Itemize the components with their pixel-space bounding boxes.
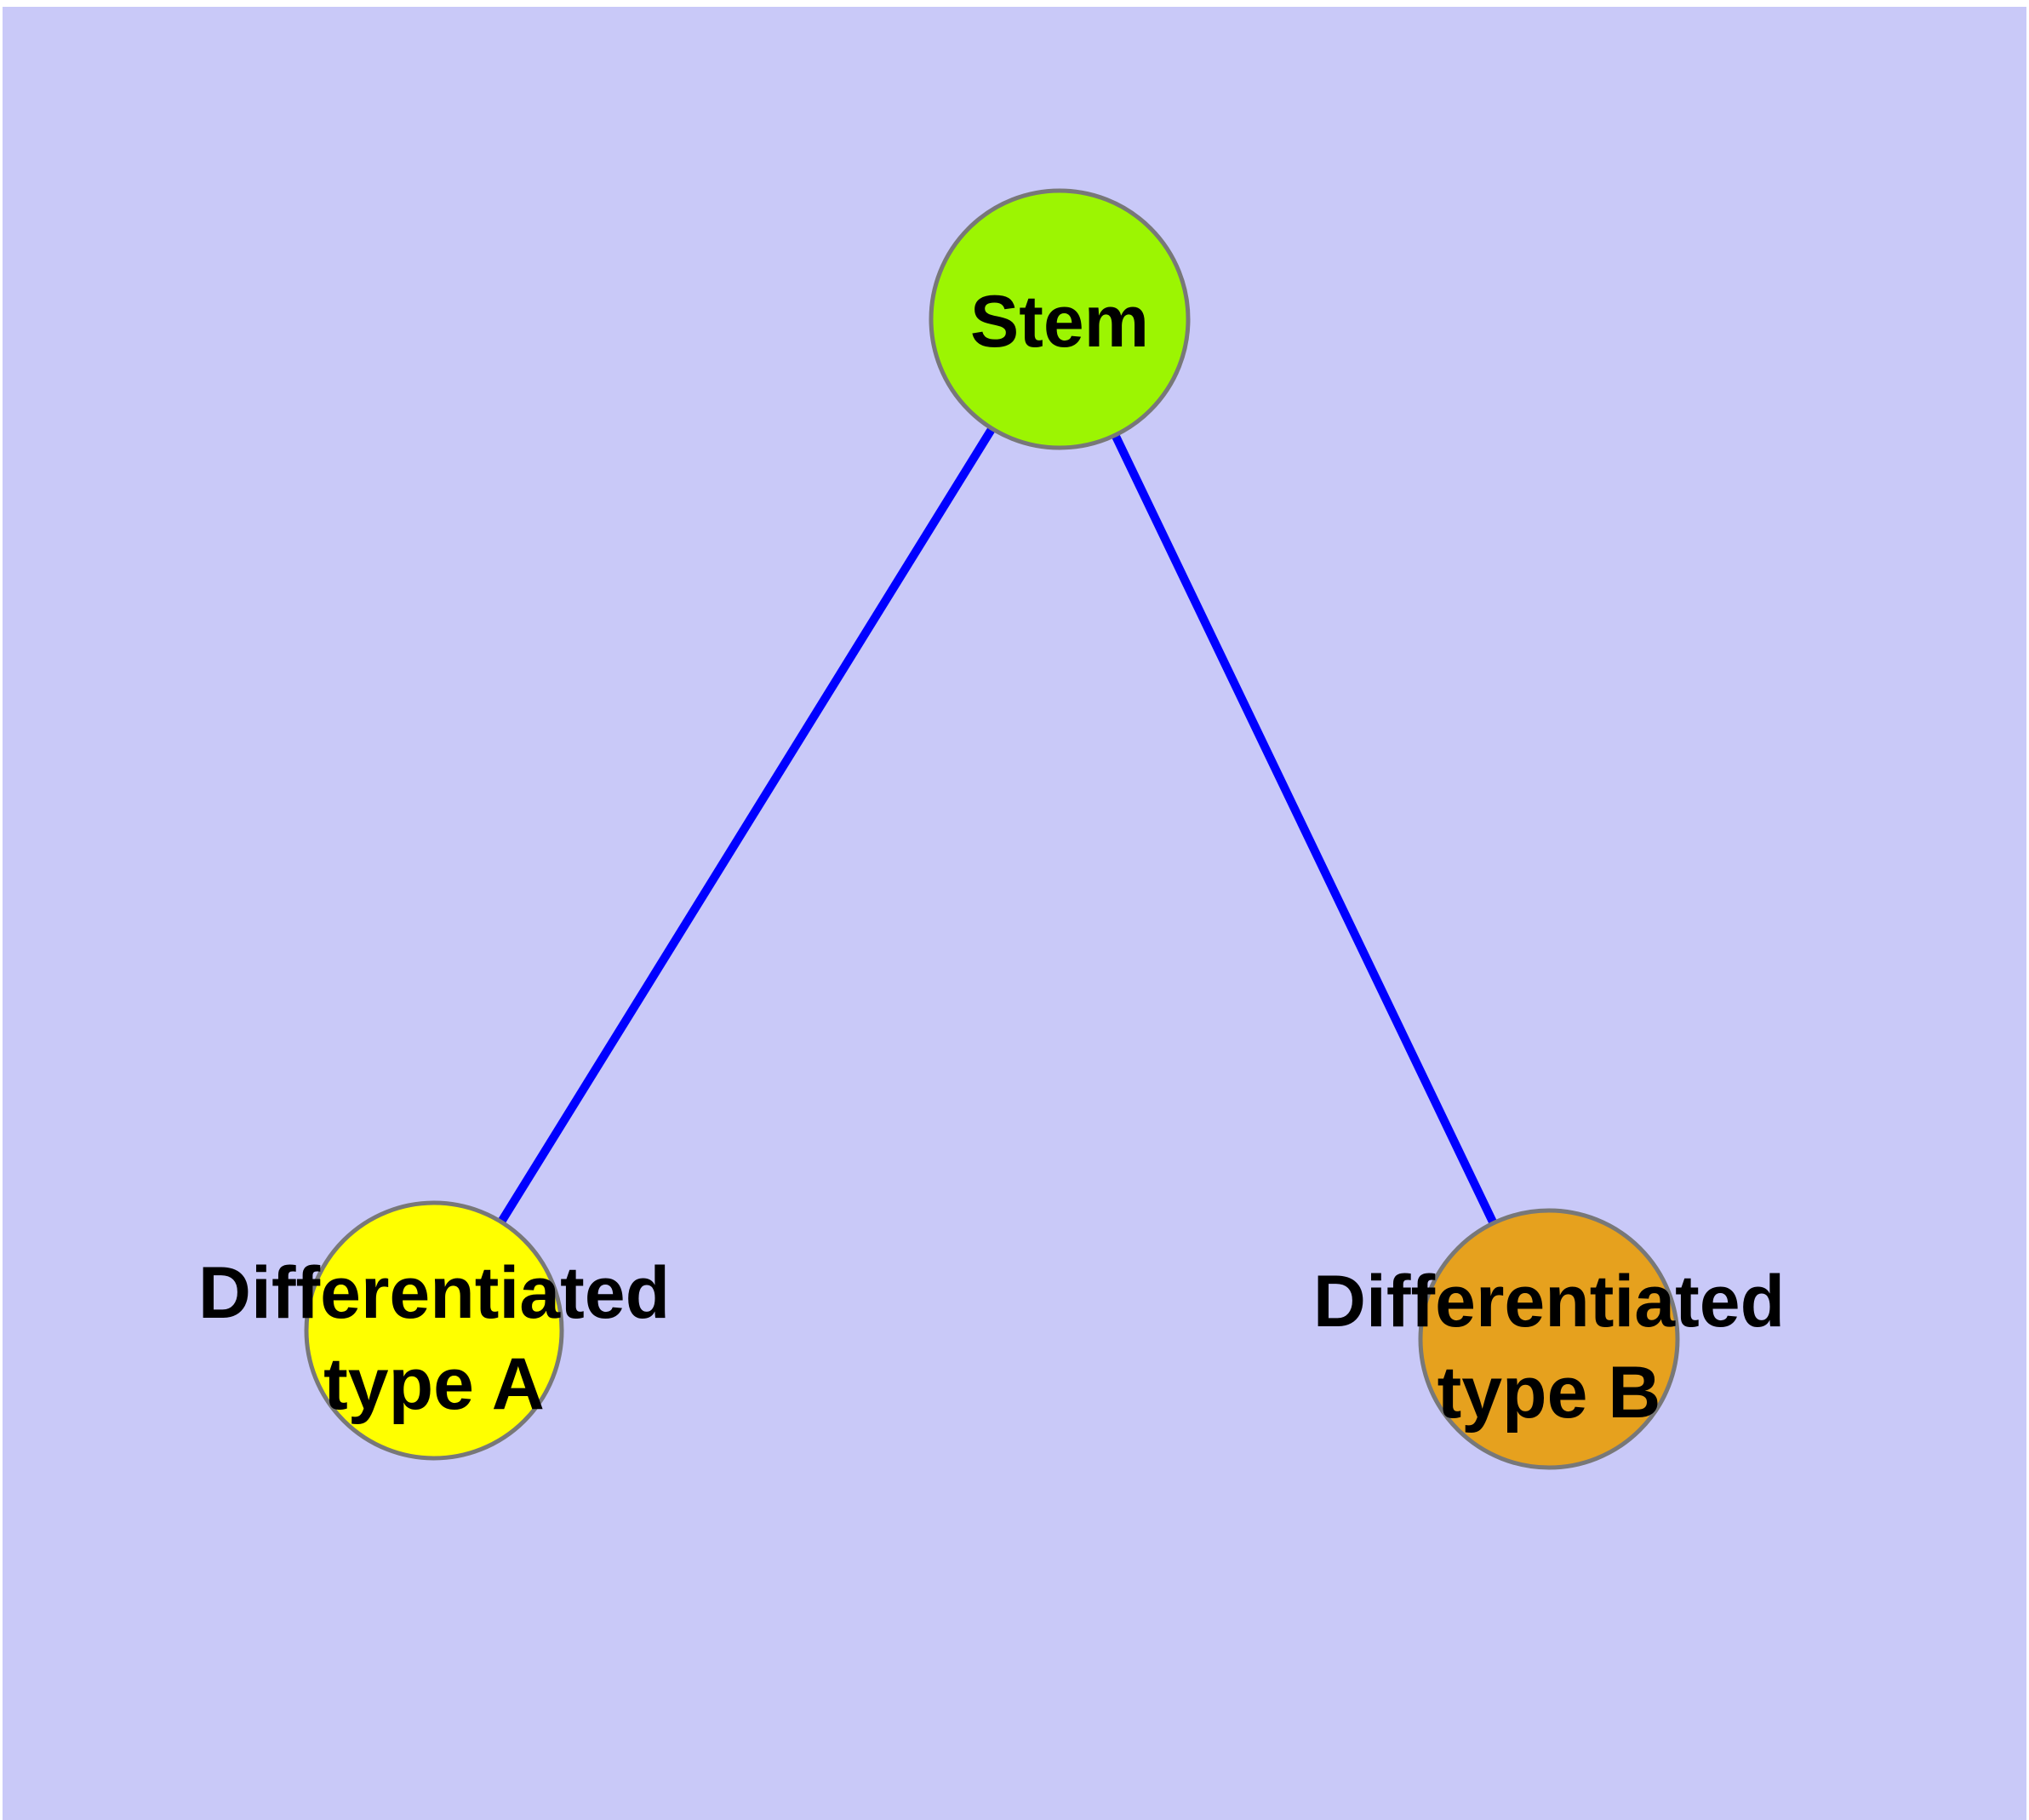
node-stem: Stem [929,188,1191,450]
type-b-node-label-line1: Differentiated [1313,1261,1785,1342]
stem-node-circle [929,188,1191,450]
node-differentiated-type-a: Differentiated type A [198,1200,670,1461]
type-a-node-label-line2: type A [323,1343,545,1425]
edge-stem-to-type-a [430,317,1064,1333]
node-differentiated-type-b: Differentiated type B [1313,1208,1785,1470]
type-a-node-circle [304,1200,564,1461]
type-b-node-label-line2: type B [1437,1352,1661,1434]
edge-group [430,317,1553,1342]
stem-node-label: Stem [970,281,1149,363]
type-b-node-circle [1418,1208,1680,1470]
type-a-node-label-line1: Differentiated [198,1252,670,1334]
edge-stem-to-type-b [1055,317,1553,1342]
